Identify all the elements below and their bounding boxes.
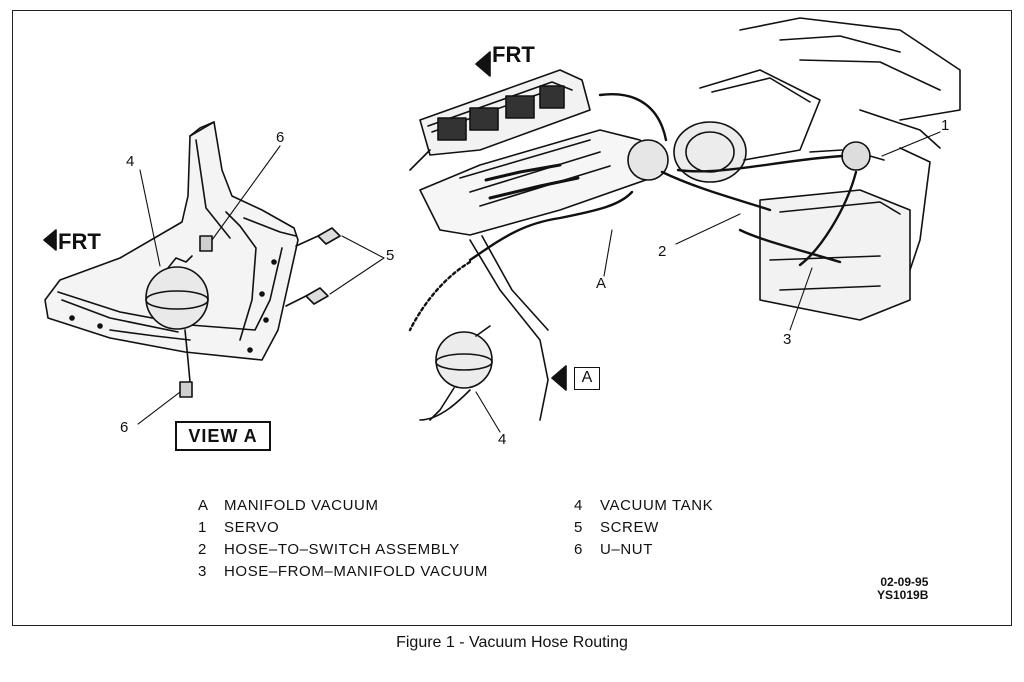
callout-left-6-top: 6 xyxy=(276,129,285,146)
code-id: YS1019B xyxy=(877,588,929,602)
fender-edge xyxy=(469,235,549,421)
u-nut-lower-icon xyxy=(179,381,193,398)
vacuum-tank-left xyxy=(145,235,213,398)
callout-lines-left xyxy=(137,145,385,425)
frt-label-main: FRT xyxy=(492,42,535,67)
frt-arrow-left-icon xyxy=(43,229,57,251)
callout-main-1: 1 xyxy=(941,117,950,134)
vacuum-tank-main xyxy=(419,325,493,421)
view-a-reference-box: A xyxy=(574,367,600,390)
frt-label-left: FRT xyxy=(58,229,101,254)
callout-left-5: 5 xyxy=(386,247,395,264)
diagram-frame xyxy=(12,10,1012,626)
firewall-cowl xyxy=(739,17,961,301)
servo-icon xyxy=(841,141,871,171)
callout-main-3: 3 xyxy=(783,331,792,348)
code-date: 02-09-95 xyxy=(880,575,929,589)
intake-manifold xyxy=(409,69,669,236)
u-nut-upper-icon xyxy=(199,235,213,252)
view-a-pointer-icon xyxy=(551,365,567,391)
view-a-bracket xyxy=(44,121,299,361)
figure-caption: Figure 1 - Vacuum Hose Routing xyxy=(396,634,628,651)
callout-left-4: 4 xyxy=(126,153,135,170)
callout-left-6-bottom: 6 xyxy=(120,419,129,436)
frt-arrow-main-icon xyxy=(475,51,491,77)
callout-main-a: A xyxy=(596,275,607,292)
callout-main-4: 4 xyxy=(498,431,507,448)
brake-booster xyxy=(673,69,821,183)
callout-main-2: 2 xyxy=(658,243,667,260)
view-a-label: VIEW A xyxy=(175,421,271,451)
vacuum-check-valve xyxy=(627,139,669,181)
document-code: 02-09-95 YS1019B xyxy=(877,576,928,602)
screws-left xyxy=(285,227,341,307)
callout-lines-main xyxy=(475,131,941,433)
vacuum-hoses xyxy=(408,93,858,332)
servo-assembly xyxy=(759,141,911,321)
